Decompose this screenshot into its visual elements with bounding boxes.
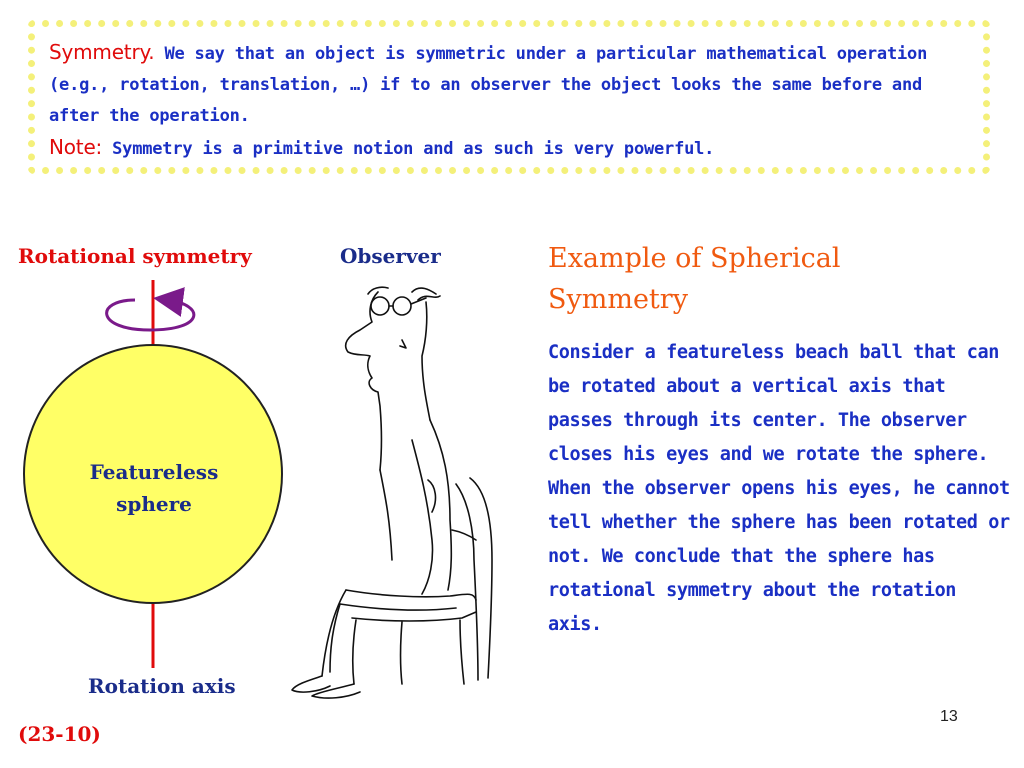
- definition-box: Symmetry. We say that an object is symme…: [28, 20, 990, 174]
- rotational-symmetry-label: Rotational symmetry: [18, 244, 252, 268]
- sphere-label-line2: sphere: [116, 492, 192, 516]
- featureless-sphere: [23, 344, 283, 604]
- definition-text: Symmetry. We say that an object is symme…: [49, 37, 969, 132]
- note-definition: Symmetry is a primitive notion and as su…: [102, 139, 715, 159]
- sphere-label-line1: Featureless: [89, 460, 219, 484]
- page-number: 13: [940, 708, 958, 725]
- note-term: Note:: [49, 135, 103, 159]
- note-text: Note: Symmetry is a primitive notion and…: [49, 132, 969, 165]
- rotation-axis-label: Rotation axis: [88, 674, 236, 698]
- observer-label: Observer: [340, 244, 441, 268]
- observer-figure-icon: [291, 286, 493, 699]
- slide-reference: (23-10): [18, 722, 101, 746]
- sphere-label: Featureless sphere: [84, 456, 224, 520]
- example-title: Example of Spherical Symmetry: [548, 243, 841, 315]
- symmetry-definition: We say that an object is symmetric under…: [49, 44, 928, 126]
- symmetry-term: Symmetry.: [49, 40, 155, 64]
- example-body: Consider a featureless beach ball that c…: [548, 342, 1010, 635]
- rotation-arrow-icon: [105, 287, 196, 332]
